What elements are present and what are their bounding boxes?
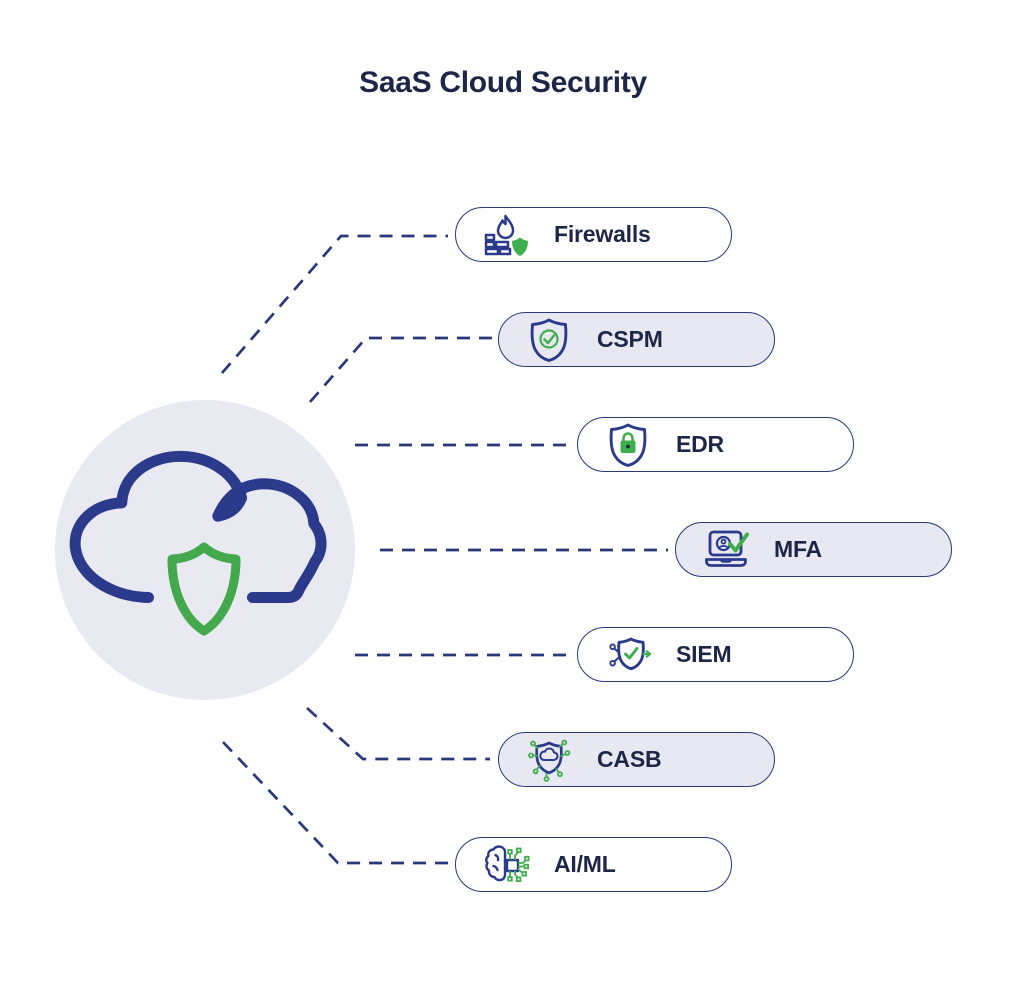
node-firewalls: Firewalls xyxy=(455,207,732,262)
node-mfa: MFA xyxy=(675,522,952,577)
node-cspm: CSPM xyxy=(498,312,775,367)
cloud-shield-icon xyxy=(55,400,355,636)
page-title: SaaS Cloud Security xyxy=(359,66,647,99)
central-hub xyxy=(55,400,355,700)
connector-aiml xyxy=(222,741,448,865)
brain-chip-icon xyxy=(482,841,530,889)
connector-casb xyxy=(306,707,490,761)
node-edr: EDR xyxy=(577,417,854,472)
node-casb: CASB xyxy=(498,732,775,787)
node-label: AI/ML xyxy=(554,851,616,877)
node-label: MFA xyxy=(774,536,822,562)
shield-check-arrow-icon xyxy=(604,631,652,679)
shield-cloud-network-icon xyxy=(525,736,573,784)
shield-lock-icon xyxy=(604,421,652,469)
laptop-user-check-icon xyxy=(702,526,750,574)
firewall-icon xyxy=(482,211,530,259)
node-label: Firewalls xyxy=(554,221,651,247)
node-label: SIEM xyxy=(676,641,732,667)
node-label: CASB xyxy=(597,746,662,772)
connector-cspm xyxy=(308,336,492,403)
node-label: EDR xyxy=(676,431,724,457)
shield-check-icon xyxy=(525,316,573,364)
node-siem: SIEM xyxy=(577,627,854,682)
node-aiml: AI/ML xyxy=(455,837,732,892)
connector-firewalls xyxy=(220,234,448,374)
node-label: CSPM xyxy=(597,326,663,352)
